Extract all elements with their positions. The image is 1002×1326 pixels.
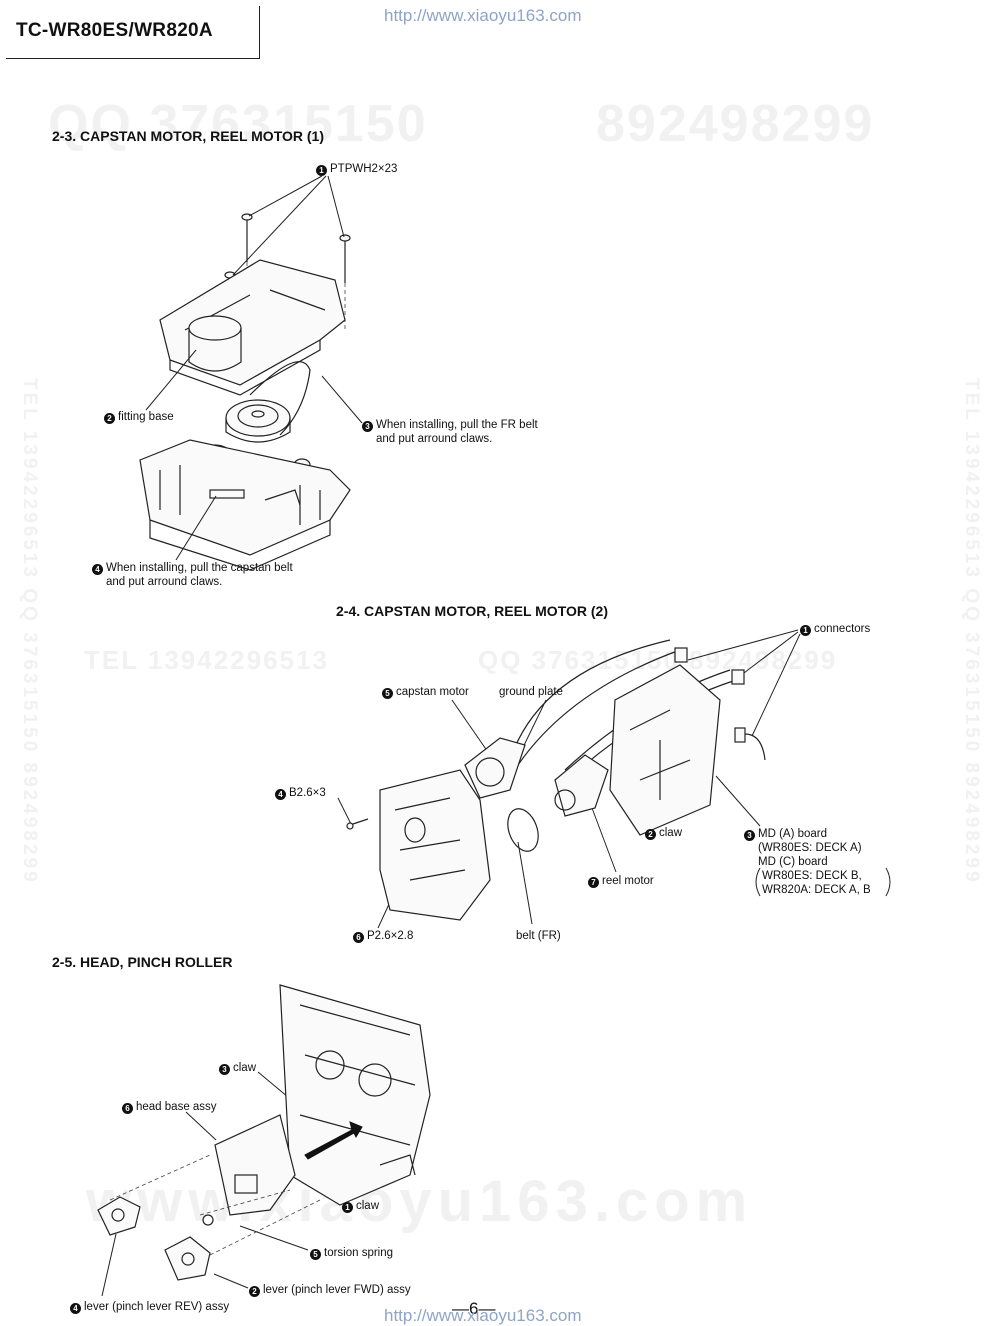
callout-number: 3 — [362, 421, 373, 432]
figure-capstan-reel-2 — [346, 639, 766, 921]
callout-text-line2: and put arround claws. — [106, 576, 223, 588]
watermark-qq-mid: QQ 376315150 892498299 — [478, 645, 838, 675]
callout-text: lever (pinch lever FWD) assy — [263, 1284, 411, 1296]
callout-text: capstan motor — [396, 686, 469, 698]
callout-number: 4 — [275, 789, 286, 800]
callout-text: claw — [659, 827, 683, 839]
section-title-2-5: 2-5. HEAD, PINCH ROLLER — [52, 954, 233, 970]
callout-number: 5 — [310, 1249, 321, 1260]
watermark-qq: QQ 376315150 — [48, 95, 428, 153]
callout-number: 6 — [122, 1103, 133, 1114]
watermark-qq-2: 892498299 — [596, 95, 875, 153]
watermark-site: www.xiaoyu163.com — [86, 1169, 754, 1234]
source-url-top[interactable]: http://www.xiaoyu163.com — [384, 6, 582, 25]
callout-text-line2: (WR80ES: DECK A) — [758, 842, 862, 854]
watermark-tel: TEL 13942296513 — [84, 645, 329, 675]
callout-text: P2.6×2.8 — [367, 930, 414, 942]
model-title: TC-WR80ES/WR820A — [16, 20, 213, 41]
callout-number: 1 — [342, 1202, 353, 1213]
callout-text-line4: WR80ES: DECK B, — [762, 870, 862, 882]
source-url-bottom[interactable]: http://www.xiaoyu163.com — [384, 1306, 582, 1325]
callout-text: When installing, pull the capstan belt — [106, 562, 293, 574]
callout-text: connectors — [814, 623, 871, 635]
callout-text: B2.6×3 — [289, 787, 326, 799]
callout-number: 3 — [744, 830, 755, 841]
callout-number: 2 — [645, 829, 656, 840]
callout-text: PTPWH2×23 — [330, 163, 398, 175]
callout-text-line3: MD (C) board — [758, 856, 828, 868]
callout-ground-plate: ground plate — [499, 686, 563, 698]
header-rule-vertical — [259, 6, 260, 59]
callout-number: 2 — [249, 1286, 260, 1297]
callout-text: When installing, pull the FR belt — [376, 419, 538, 431]
callout-number: 4 — [92, 564, 103, 575]
callout-number: 3 — [219, 1064, 230, 1075]
callout-text: reel motor — [602, 875, 654, 887]
callout-number: 7 — [588, 877, 599, 888]
callout-text: claw — [356, 1200, 380, 1212]
callout-number: 1 — [800, 625, 811, 636]
callout-text: lever (pinch lever REV) assy — [84, 1301, 230, 1313]
callout-text-line5: WR820A: DECK A, B — [762, 884, 871, 896]
header-rule — [6, 58, 260, 59]
callout-number: 2 — [104, 413, 115, 424]
figure-head-pinch-roller — [97, 984, 431, 1281]
bracket-md-board — [755, 867, 891, 897]
callout-number: 5 — [382, 688, 393, 699]
callout-text-line2: and put arround claws. — [376, 433, 493, 445]
figure-capstan-reel-1 — [139, 213, 351, 571]
callout-text: fitting base — [118, 411, 174, 423]
callout-number: 6 — [353, 932, 364, 943]
callout-number: 4 — [70, 1303, 81, 1314]
callout-text: head base assy — [136, 1101, 217, 1113]
callout-number: 1 — [316, 165, 327, 176]
section-title-2-3: 2-3. CAPSTAN MOTOR, REEL MOTOR (1) — [52, 128, 324, 144]
callout-text: claw — [233, 1062, 257, 1074]
section-title-2-4: 2-4. CAPSTAN MOTOR, REEL MOTOR (2) — [336, 603, 608, 619]
callout-text: torsion spring — [324, 1247, 394, 1259]
page-number: —6— — [452, 1299, 496, 1318]
callout-belt-fr: belt (FR) — [516, 930, 561, 942]
callout-text: MD (A) board — [758, 828, 828, 840]
